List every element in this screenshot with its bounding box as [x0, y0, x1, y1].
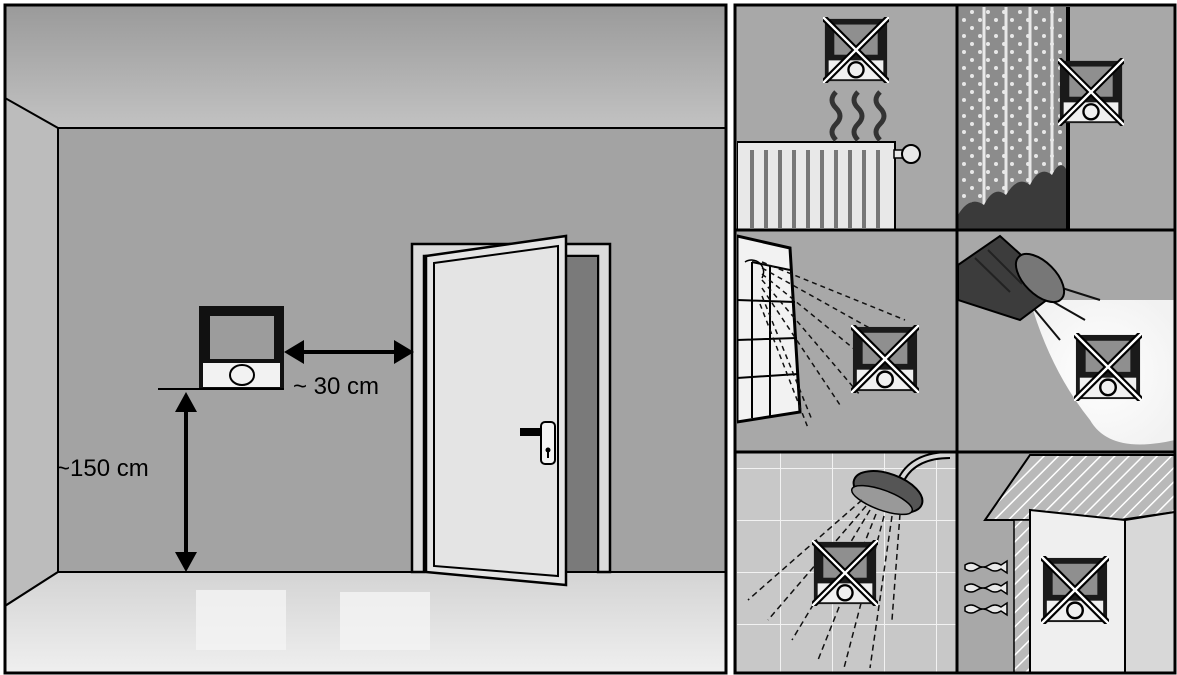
panel-lamp — [958, 231, 1175, 451]
door-handle-icon — [520, 421, 556, 465]
panel-sunlight — [737, 231, 957, 451]
lamp-icon — [958, 234, 1066, 322]
hazard-grid — [733, 3, 1177, 675]
curtain-icon — [958, 7, 1070, 229]
panel-curtain — [958, 7, 1175, 229]
crossed-thermostat-icon — [812, 540, 878, 606]
door-leaf — [424, 234, 568, 587]
doorway-icon — [983, 454, 1175, 673]
airflow-icon — [964, 559, 1008, 617]
thermostat-device — [199, 306, 284, 390]
height-arrow — [158, 388, 284, 572]
heat-waves-icon — [829, 90, 887, 142]
ceiling — [5, 5, 726, 128]
horizontal-distance-arrow — [284, 340, 414, 364]
crossed-thermostat-icon — [851, 325, 919, 393]
radiator-icon — [737, 141, 921, 229]
door — [410, 234, 612, 587]
light-rays-icon — [1034, 287, 1101, 341]
height-label: ~150 cm — [56, 455, 149, 482]
window-icon — [737, 234, 802, 424]
panel-radiator — [737, 7, 957, 229]
crossed-thermostat-icon — [1041, 556, 1109, 624]
horizontal-distance-label: ~ 30 cm — [293, 373, 379, 400]
panel-shower — [737, 453, 957, 673]
room-scene: ~ 30 cm ~150 cm — [3, 3, 728, 675]
side-wall — [5, 96, 59, 608]
panel-draught — [958, 453, 1175, 673]
shower-head-icon — [850, 453, 951, 516]
panel-dividers — [733, 3, 1177, 675]
crossed-thermostat-icon — [1074, 333, 1142, 401]
crossed-thermostat-icon — [1058, 59, 1124, 125]
crossed-thermostat-icon — [823, 17, 889, 83]
